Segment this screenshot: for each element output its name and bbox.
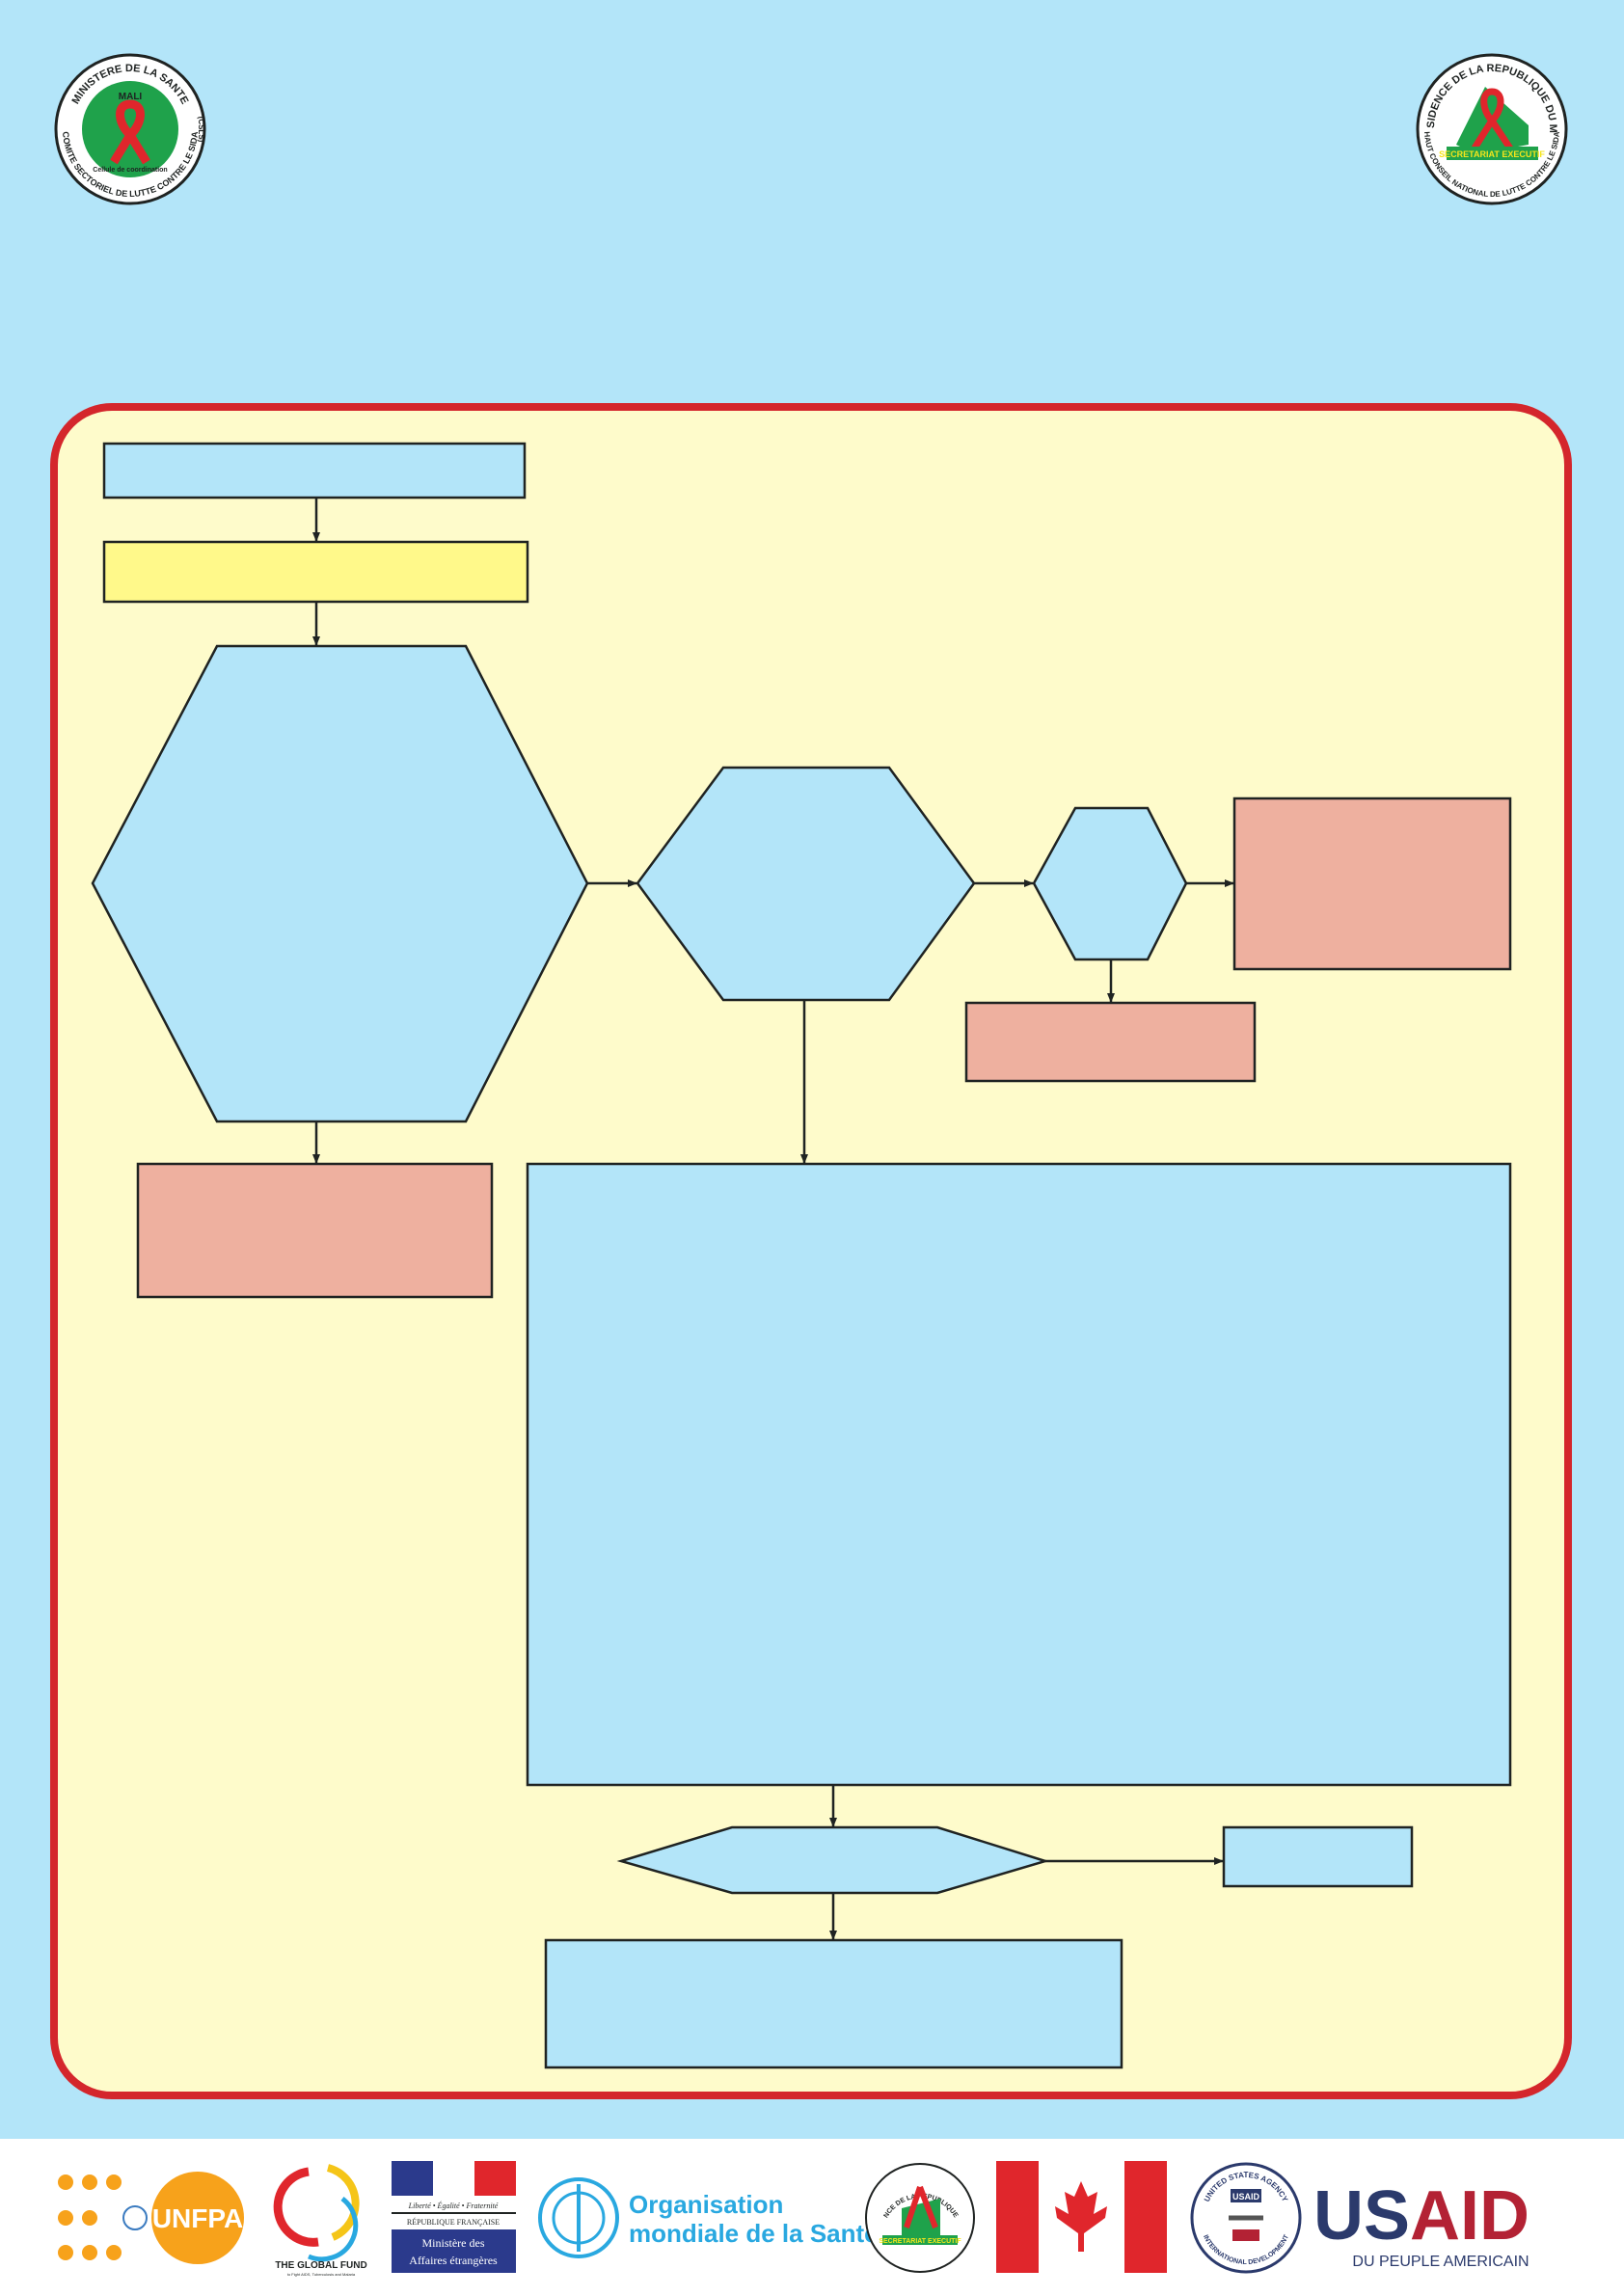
svg-text:MALI: MALI: [119, 92, 143, 102]
footer-band: [0, 2139, 1624, 2296]
outcome-box-right: [1232, 797, 1512, 971]
middle-hexagon: [636, 766, 976, 1002]
small-hexagon: [1032, 806, 1188, 961]
logo-france-mae: Liberté • Égalité • Fraternité RÉPUBLIQU…: [392, 2161, 516, 2273]
logo-hcnls: PRESIDENCE DE LA REPUBLIQUE DU MALI HAUT…: [0, 0, 1568, 205]
logo-usaid: US AID DU PEUPLE AMERICAIN: [1313, 2177, 1529, 2270]
svg-text:to Fight AIDS, Tuberculosis an: to Fight AIDS, Tuberculosis and Malaria: [287, 2272, 356, 2277]
decision-hexagon: [616, 1825, 1050, 1895]
svg-text:UNFPA: UNFPA: [152, 2203, 243, 2233]
svg-text:mondiale de la Santé: mondiale de la Santé: [629, 2219, 879, 2248]
svg-text:RÉPUBLIQUE FRANÇAISE: RÉPUBLIQUE FRANÇAISE: [407, 2217, 500, 2227]
red-ribbon-icon: [110, 99, 150, 165]
svg-text:AID: AID: [1410, 2177, 1529, 2255]
svg-text:SECRETARIAT EXECUTIF: SECRETARIAT EXECUTIF: [1439, 149, 1545, 159]
svg-text:Ministère des: Ministère des: [422, 2236, 485, 2250]
maple-leaf-icon: [1055, 2181, 1107, 2252]
svg-text:Liberté • Égalité • Fraternité: Liberté • Égalité • Fraternité: [408, 2201, 499, 2210]
red-ribbon-icon: [1468, 88, 1517, 156]
outcome-box-middle: [964, 1001, 1257, 1083]
svg-text:Affaires étrangères: Affaires étrangères: [409, 2254, 498, 2267]
outcome-box-left: [136, 1162, 494, 1299]
logo-usaid-seal: UNITED STATES AGENCY INTERNATIONAL DEVEL…: [1190, 2162, 1302, 2274]
svg-text:Organisation: Organisation: [629, 2190, 783, 2219]
logo-csls: MINISTERE DE LA SANTE COMITE SECTORIEL D…: [54, 53, 206, 205]
start-box: [102, 442, 527, 500]
logo-global-fund: THE GLOBAL FUND to Fight AIDS, Tuberculo…: [273, 2164, 367, 2277]
logo-who: Organisation mondiale de la Santé: [538, 2177, 879, 2258]
decision-result-box: [1222, 1825, 1414, 1888]
svg-text:THE GLOBAL FUND: THE GLOBAL FUND: [275, 2260, 366, 2271]
logo-unfpa: UNFPA: [58, 2172, 244, 2264]
svg-text:PRESIDENCE DE LA REPUBLIQUE DU: PRESIDENCE DE LA REPUBLIQUE DU MALI: [0, 0, 1558, 133]
svg-text:SECRETARIAT EXECUTIF: SECRETARIAT EXECUTIF: [879, 2238, 961, 2245]
final-box: [544, 1938, 1123, 2069]
step-box-yellow: [102, 540, 529, 604]
large-hexagon: [91, 644, 589, 1123]
svg-text:US: US: [1313, 2177, 1410, 2255]
main-process-box: [526, 1162, 1512, 1787]
svg-text:DU PEUPLE AMERICAIN: DU PEUPLE AMERICAIN: [1352, 2254, 1529, 2270]
logo-canada-flag: [996, 2161, 1167, 2273]
svg-text:(CSLS): (CSLS): [197, 117, 205, 143]
svg-text:USAID: USAID: [1232, 2192, 1260, 2201]
svg-text:Cellule de coordination: Cellule de coordination: [93, 167, 167, 174]
